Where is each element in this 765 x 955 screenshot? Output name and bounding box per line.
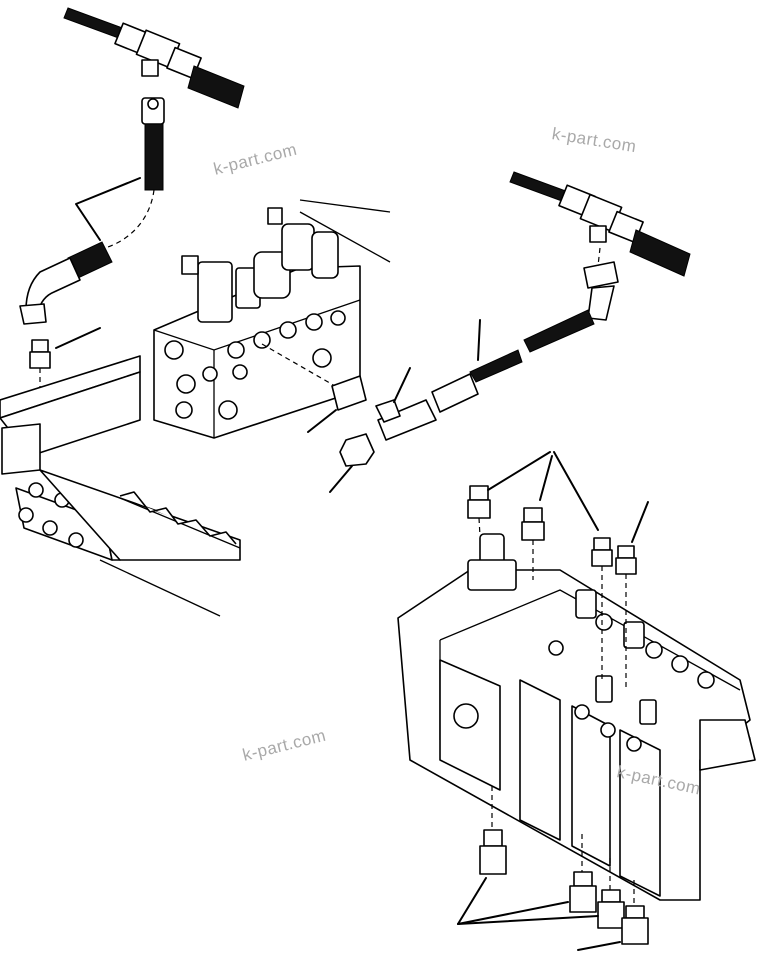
solenoid-valve-block bbox=[153, 199, 391, 439]
left-vertical-hose bbox=[104, 97, 165, 249]
main-control-valve bbox=[397, 533, 756, 901]
block-port-fitting bbox=[307, 375, 367, 433]
left-mounting-rail bbox=[0, 355, 241, 617]
center-hose bbox=[431, 319, 523, 413]
upper-tee-hose-assembly bbox=[63, 7, 245, 109]
left-connector-fitting bbox=[29, 327, 101, 440]
plug-nut bbox=[329, 433, 375, 493]
swivel-tee-fitting bbox=[375, 367, 437, 441]
right-tee-hose-assembly bbox=[509, 171, 691, 277]
valve-top-fittings bbox=[467, 451, 649, 690]
left-elbow-hose bbox=[19, 241, 113, 325]
valve-bottom-fittings bbox=[457, 786, 649, 951]
right-elbow-hose bbox=[523, 247, 619, 353]
